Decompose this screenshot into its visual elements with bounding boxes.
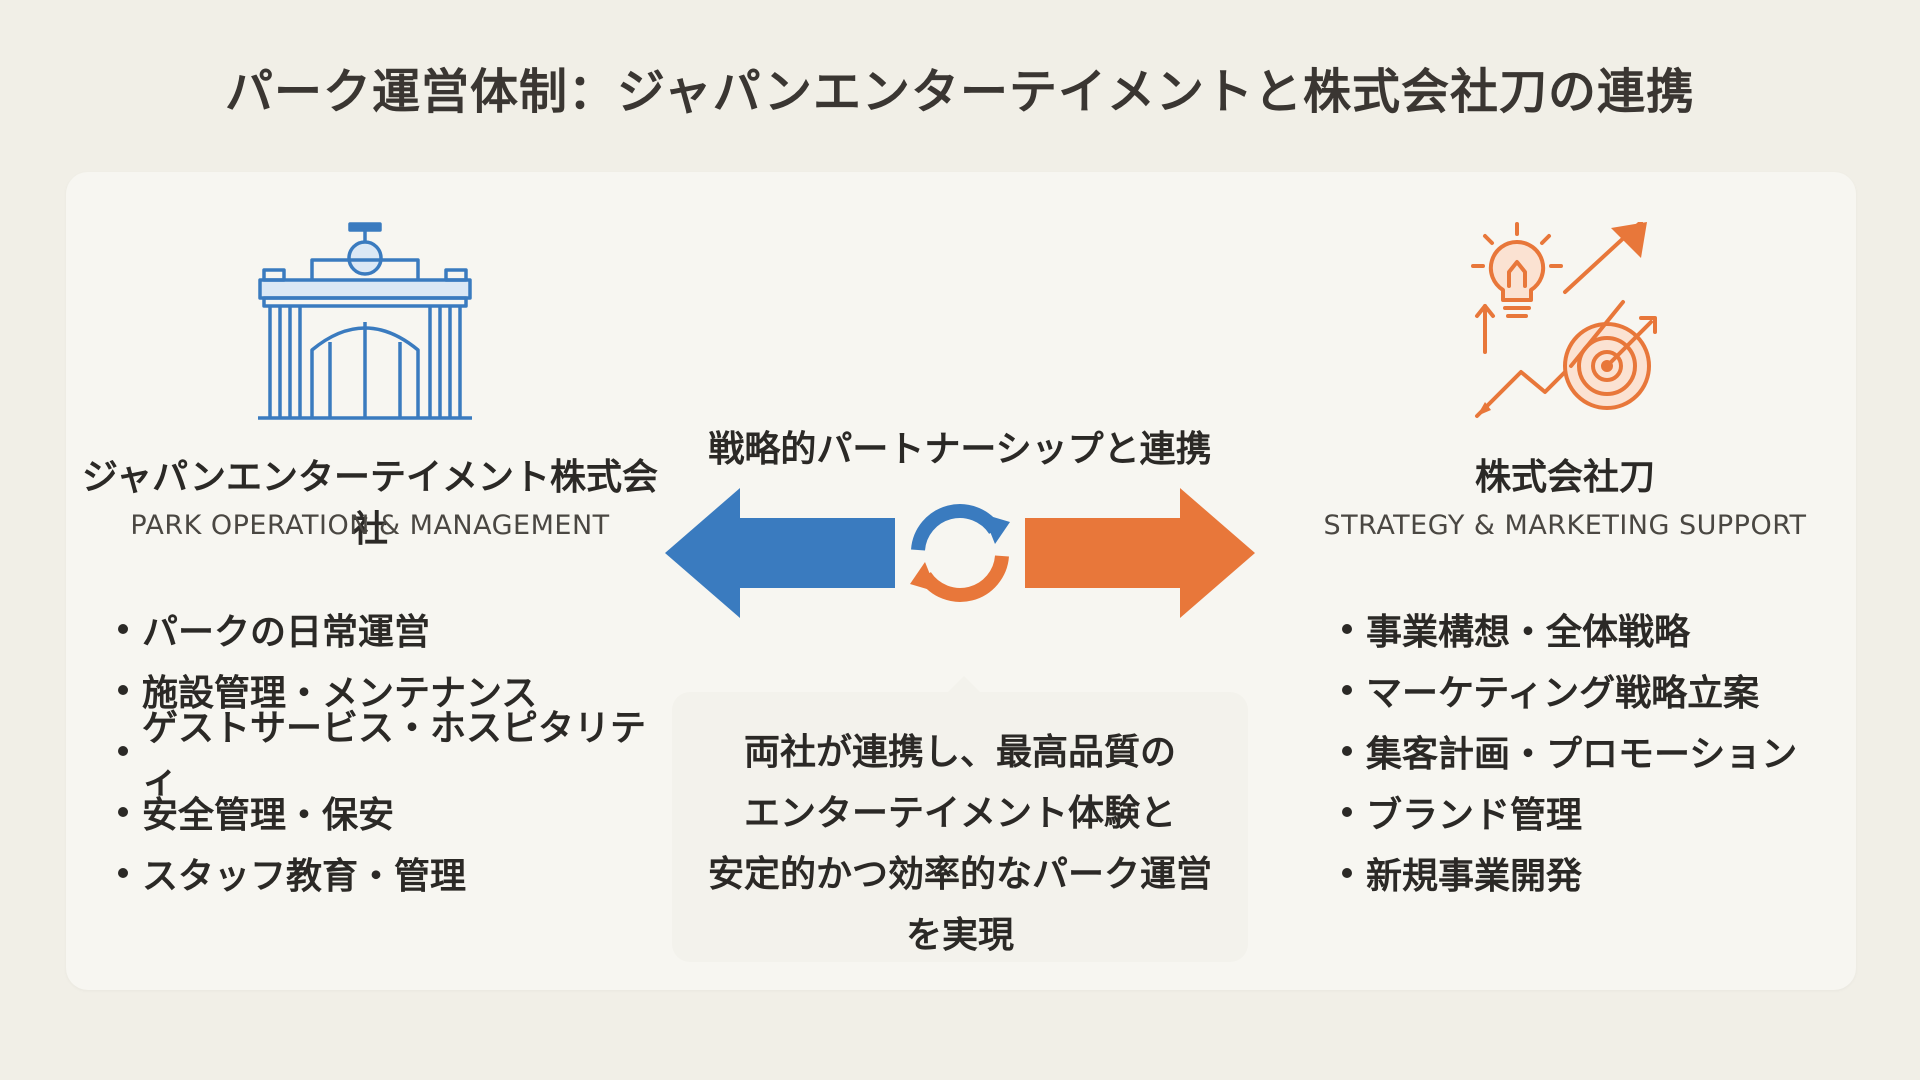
list-item: 新規事業開発: [1342, 842, 1842, 903]
right-arrow-icon: [1025, 488, 1255, 618]
left-responsibilities-list: パークの日常運営 施設管理・メンテナンス ゲストサービス・ホスピタリティ 安全管…: [118, 598, 678, 903]
list-item-text: パークの日常運営: [142, 611, 431, 653]
bullet-icon: [118, 867, 128, 878]
summary-callout: [672, 692, 1248, 962]
summary-line: エンターテイメント体験と: [743, 793, 1176, 834]
bullet-icon: [118, 684, 128, 695]
right-company-subtitle: STRATEGY & MARKETING SUPPORT: [1323, 510, 1807, 541]
list-item-text: 事業構想・全体戦略: [1366, 611, 1691, 653]
list-item: 安全管理・保安: [118, 781, 678, 842]
summary-text: 両社が連携し、最高品質の エンターテイメント体験と 安定的かつ効率的なパーク運営…: [672, 722, 1248, 966]
list-item-text: ブランド管理: [1366, 794, 1583, 836]
list-item-text: 施設管理・メンテナンス: [142, 672, 538, 714]
summary-line: 両社が連携し、最高品質の: [743, 732, 1176, 773]
left-company-name: ジャパンエンターテイメント株式会社: [81, 457, 658, 550]
list-item: ブランド管理: [1342, 781, 1842, 842]
list-item: マーケティング戦略立案: [1342, 659, 1842, 720]
bullet-icon: [118, 623, 128, 634]
callout-pointer: [948, 676, 980, 692]
list-item-text: ゲストサービス・ホスピタリティ: [142, 707, 647, 801]
bullet-icon: [1342, 684, 1352, 695]
bullet-icon: [1342, 745, 1352, 756]
bullet-icon: [1342, 623, 1352, 634]
bidirectional-arrows: [665, 488, 1255, 618]
list-item: パークの日常運営: [118, 598, 678, 659]
strategy-growth-target-icon: [1471, 222, 1657, 418]
right-company-name: 株式会社刀: [1474, 457, 1655, 498]
summary-line: 安定的かつ効率的なパーク運営: [707, 854, 1212, 895]
list-item: ゲストサービス・ホスピタリティ: [118, 708, 678, 801]
list-item-text: スタッフ教育・管理: [142, 855, 467, 897]
sync-cycle-icon: [898, 491, 1022, 615]
list-item-text: 安全管理・保安: [142, 794, 395, 836]
list-item: 集客計画・プロモーション: [1342, 720, 1842, 781]
list-item-text: マーケティング戦略立案: [1366, 672, 1760, 714]
theme-park-gate-icon: [258, 222, 472, 420]
left-arrow-icon: [665, 488, 895, 618]
list-item-text: 集客計画・プロモーション: [1366, 733, 1798, 775]
right-responsibilities-list: 事業構想・全体戦略 マーケティング戦略立案 集客計画・プロモーション ブランド管…: [1342, 598, 1842, 903]
list-item: 事業構想・全体戦略: [1342, 598, 1842, 659]
page-title: パーク運営体制：ジャパンエンターテイメントと株式会社刀の連携: [224, 64, 1695, 120]
bullet-icon: [118, 745, 128, 756]
list-item: 施設管理・メンテナンス: [118, 659, 678, 720]
summary-line: を実現: [905, 915, 1014, 956]
bullet-icon: [1342, 867, 1352, 878]
bullet-icon: [1342, 806, 1352, 817]
list-item-text: 新規事業開発: [1366, 855, 1583, 897]
partnership-label: 戦略的パートナーシップと連携: [708, 429, 1212, 470]
bullet-icon: [118, 806, 128, 817]
left-company-subtitle: PARK OPERATION & MANAGEMENT: [130, 510, 610, 541]
list-item: スタッフ教育・管理: [118, 842, 678, 903]
